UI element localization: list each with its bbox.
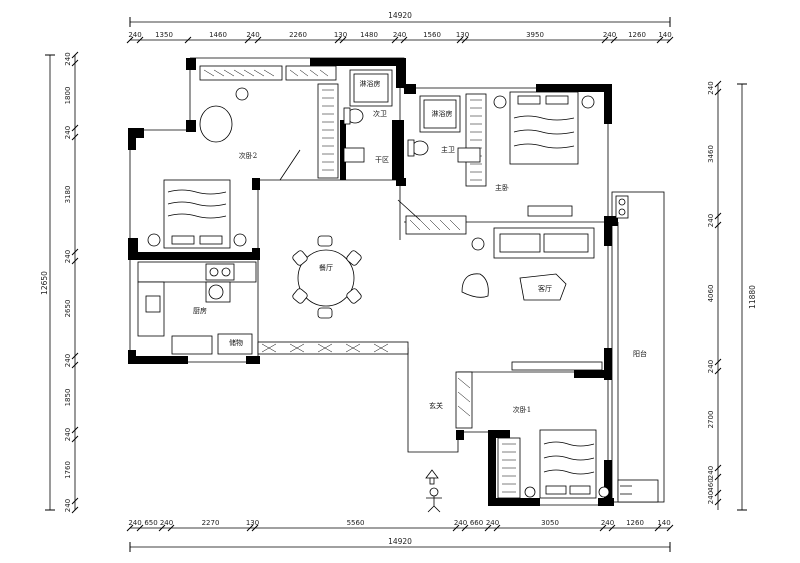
bottom-total-dimension: 14920 [388,537,412,546]
room-label-kitchen: 厨房 [193,306,207,315]
room-label-entrance: 玄关 [429,401,443,410]
kitchen-fixtures [137,261,257,355]
top-dimension-7: 240 [393,31,406,39]
left-dimension-6: 240 [64,354,72,367]
room-label-master-bath: 主卫 [441,145,455,154]
room-label-guest-bath: 次卫 [373,109,387,118]
entry-person-icon [429,487,439,497]
bottom-dimension-7: 660 [470,519,483,527]
coffee-table [519,273,567,301]
bottom-dimension-1: 650 [144,519,157,527]
room-label-living: 客厅 [538,284,552,293]
top-dimensions: 14920 240 1350 1460 240 2260 130 1480 240 1560 13… [126,11,674,44]
left-dimension-3: 3180 [64,186,72,204]
right-dimension-0: 240 [707,81,715,94]
right-dimension-8: 240 [707,491,715,504]
top-dimension-4: 2260 [289,31,307,39]
room-label-master-bedroom: 主卧 [495,183,509,192]
right-dimension-4: 240 [707,360,715,373]
room-label-bedroom2: 次卧2 [239,151,257,160]
top-dimension-8: 1560 [423,31,441,39]
bottom-dimension-12: 140 [657,519,670,527]
solid-walls [128,58,618,506]
left-total-dimension: 12650 [40,271,49,295]
bathroom-fixtures [343,69,481,163]
top-dimension-10: 3950 [526,31,544,39]
room-labels: 次卧2 淋浴房 次卫 干区 淋浴房 主卫 主卧 餐厅 客厅 厨房 储物 玄关 次… [193,79,647,414]
entry-arrow [425,469,439,479]
right-dimension-7: 460 [707,478,715,491]
bottom-dimension-8: 240 [486,519,499,527]
bottom-dimension-10: 240 [601,519,614,527]
right-dimension-1: 3460 [707,145,715,163]
room-label-dry-area: 干区 [375,156,389,164]
left-dimension-4: 240 [64,250,72,263]
right-total-dimension: 11880 [748,285,757,309]
room-label-storage: 储物 [229,338,243,347]
left-dimension-2: 240 [64,126,72,139]
top-total-dimension: 14920 [388,11,412,20]
dining-table [297,249,355,307]
left-dimension-7: 1850 [64,389,72,407]
left-dimensions: 12650 240 1800 240 3180 240 2650 240 1850 240 176… [40,51,79,514]
top-dimension-12: 1260 [628,31,646,39]
top-dimension-0: 240 [128,31,141,39]
left-dimension-1: 1800 [64,87,72,105]
room-label-balcony: 阳台 [633,349,647,358]
bottom-dimension-4: 130 [246,519,259,527]
bottom-dimension-9: 3050 [541,519,559,527]
top-dimension-2: 1460 [209,31,227,39]
top-dimension-11: 240 [603,31,616,39]
top-dimension-13: 140 [658,31,671,39]
wardrobes [199,65,521,499]
bottom-dimension-5: 5560 [347,519,365,527]
right-dimension-3: 4060 [707,285,715,303]
top-dimension-6: 1480 [360,31,378,39]
bottom-dimension-2: 240 [160,519,173,527]
right-dimension-5: 2700 [707,411,715,429]
room-label-shower-left: 淋浴房 [360,79,381,88]
left-dimension-0: 240 [64,52,72,65]
dining-living-furniture [279,149,603,371]
right-dimension-2: 240 [707,214,715,227]
top-dimension-1: 1350 [155,31,173,39]
beds [147,91,610,499]
top-dimension-9: 130 [456,31,469,39]
room-label-bedroom1: 次卧1 [513,405,531,414]
bottom-dimension-6: 240 [454,519,467,527]
right-dimension-6: 240 [707,466,715,479]
top-dimension-5: 130 [334,31,347,39]
armchair [461,273,489,298]
bottom-dimension-0: 240 [128,519,141,527]
left-dimension-8: 240 [64,428,72,441]
left-dimension-10: 240 [64,499,72,512]
top-dimension-3: 240 [246,31,259,39]
left-dimension-9: 1760 [64,461,72,479]
left-dimension-5: 2650 [64,300,72,318]
room-label-shower-right: 淋浴房 [432,109,453,118]
bottom-dimension-3: 2270 [202,519,220,527]
bottom-dimension-11: 1260 [626,519,644,527]
misc-details [199,87,659,513]
room-label-dining: 餐厅 [319,263,333,272]
